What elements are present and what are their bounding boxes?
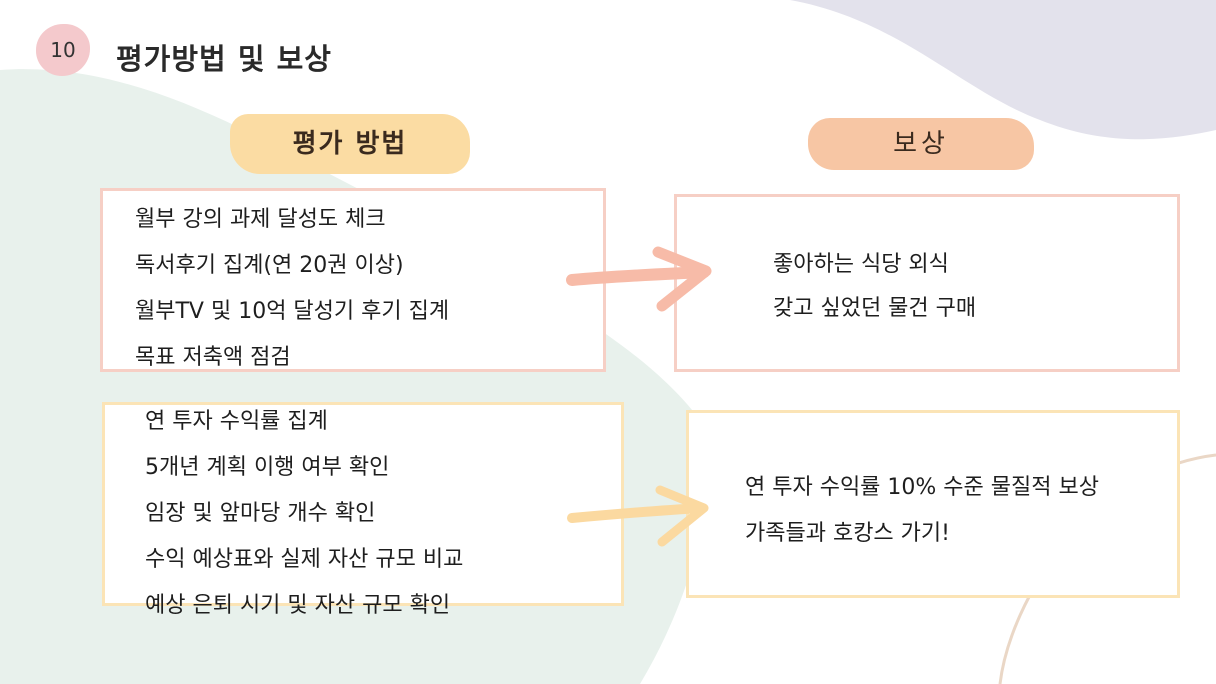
reward-header: 보상 (808, 118, 1034, 170)
list-item: 갖고 싶었던 물건 구매 (773, 296, 977, 321)
page-title: 평가방법 및 보상 (116, 42, 332, 76)
evaluation-box-top: 월부 강의 과제 달성도 체크 독서후기 집계(연 20권 이상) 월부TV 및… (100, 188, 606, 372)
list-item: 5개년 계획 이행 여부 확인 (145, 455, 390, 480)
list-item: 수익 예상표와 실제 자산 규모 비교 (145, 547, 464, 572)
lavender-blob (790, 0, 1216, 140)
evaluation-list-top: 월부 강의 과제 달성도 체크 독서후기 집계(연 20권 이상) 월부TV 및… (135, 197, 449, 381)
slide-number-badge: 10 (36, 24, 90, 76)
list-item: 좋아하는 식당 외식 (773, 252, 949, 277)
arrow-right-icon (566, 246, 712, 312)
list-item: 가족들과 호캉스 가기! (745, 521, 950, 546)
list-item: 독서후기 집계(연 20권 이상) (135, 253, 404, 278)
list-item: 월부 강의 과제 달성도 체크 (135, 207, 386, 232)
evaluation-header: 평가 방법 (230, 114, 470, 174)
evaluation-box-bottom: 연 투자 수익률 집계 5개년 계획 이행 여부 확인 임장 및 앞마당 개수 … (102, 402, 624, 618)
reward-box-bottom: 연 투자 수익률 10% 수준 물질적 보상 가족들과 호캉스 가기! (686, 410, 1180, 598)
list-item: 연 투자 수익률 집계 (145, 409, 328, 434)
arrow-right-icon (567, 485, 709, 547)
reward-list-bottom: 연 투자 수익률 10% 수준 물질적 보상 가족들과 호캉스 가기! (745, 465, 1099, 557)
list-item: 예상 은퇴 시기 및 자산 규모 확인 (145, 593, 451, 618)
list-item: 연 투자 수익률 10% 수준 물질적 보상 (745, 475, 1099, 500)
list-item: 목표 저축액 점검 (135, 345, 291, 370)
reward-box-top: 좋아하는 식당 외식 갖고 싶었던 물건 구매 (674, 194, 1180, 372)
list-item: 임장 및 앞마당 개수 확인 (145, 501, 376, 526)
evaluation-list-bottom: 연 투자 수익률 집계 5개년 계획 이행 여부 확인 임장 및 앞마당 개수 … (145, 399, 463, 629)
list-item: 월부TV 및 10억 달성기 후기 집계 (135, 299, 450, 324)
reward-list-top: 좋아하는 식당 외식 갖고 싶었던 물건 구매 (773, 243, 976, 331)
